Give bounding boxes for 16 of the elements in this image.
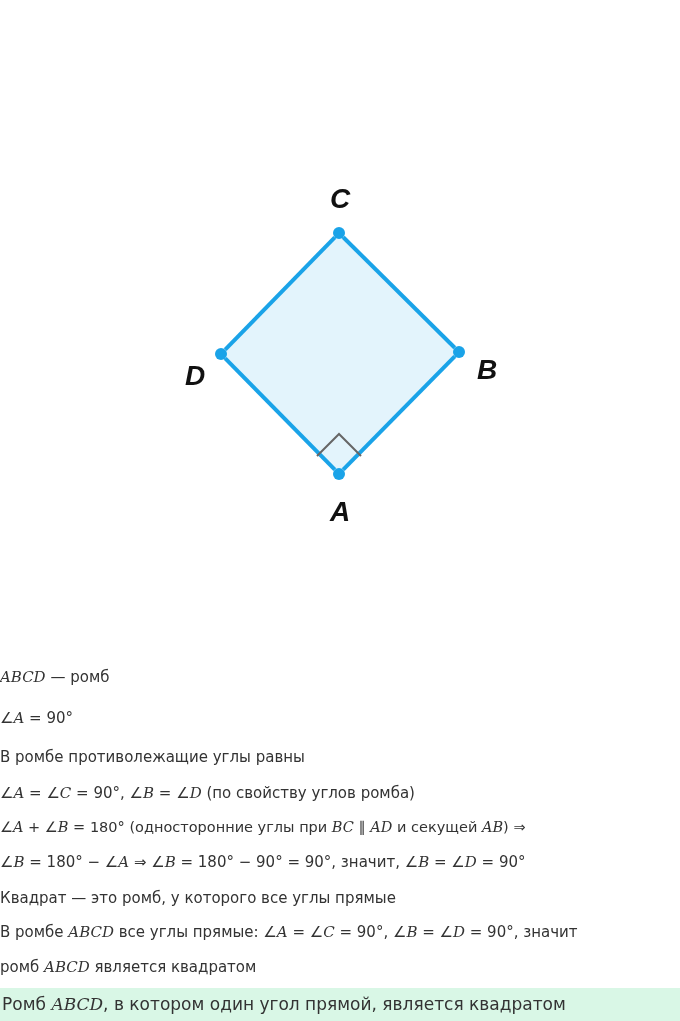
conclusion-band: Ромб ABCD, в котором один угол прямой, является квадратом [0,988,680,1021]
solution-text: В ромбе ABCD все углы прямые: ∠A = ∠C = 90°, ∠B = ∠D = 90°, значит [0,922,578,942]
vertex-label: B [477,356,498,384]
vertex-label: C [330,185,351,213]
rhombus-side [223,235,337,352]
rhombus-side [341,354,457,472]
solution-text: ∠A = 90° [0,708,73,728]
vertex-label: A [330,498,351,526]
solution-text: ∠A = ∠C = 90°, ∠B = ∠D (по свойству углов ромба) [0,783,415,803]
solution-text: В ромбе противолежащие углы равны [0,747,305,767]
solution-text: ∠B = 180° − ∠A ⇒ ∠B = 180° − 90° = 90°, значит, ∠B = ∠D = 90° [0,852,526,872]
solution-text: Квадрат — это ромб, у которого все углы прямые [0,888,396,908]
solution-text: ∠A + ∠B = 180° (односторонние углы при BC ∥ AD и секущей AB) ⇒ [0,818,526,837]
vertex-label: D [185,362,206,390]
rhombus-side [223,356,337,472]
rhombus-side [341,235,457,350]
